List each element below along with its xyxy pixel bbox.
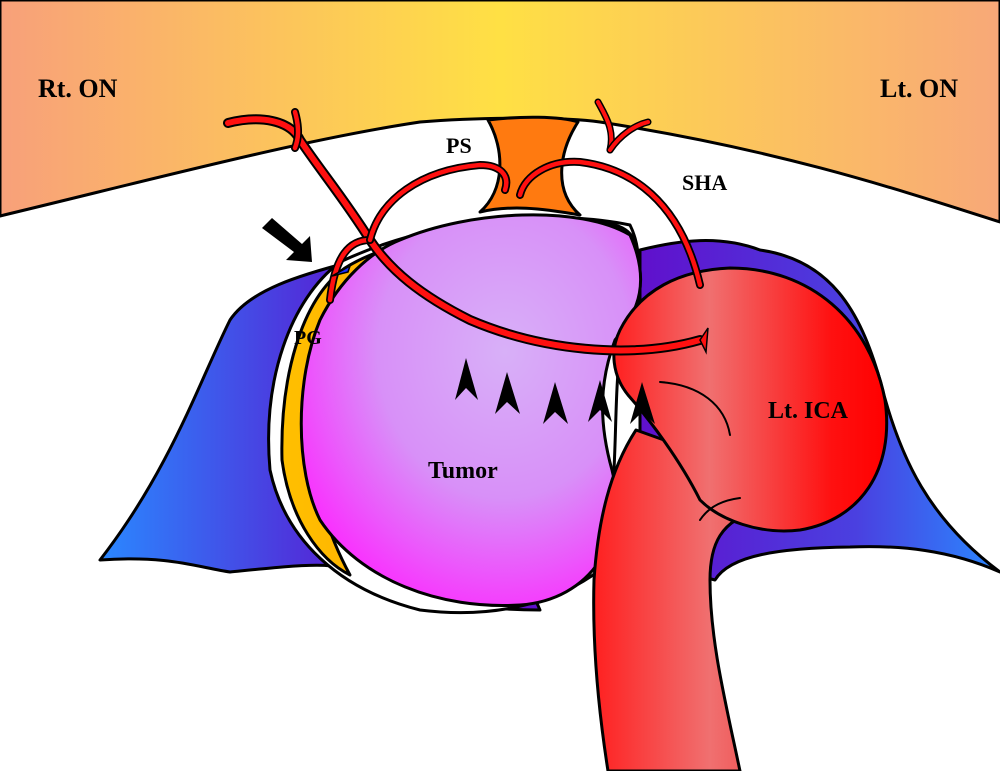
arrowhead-icon: [588, 380, 612, 422]
label-pg: PG: [294, 327, 322, 349]
label-ps: PS: [446, 133, 472, 158]
ica-curve-line-1: [659, 381, 731, 436]
tumor: [299, 213, 643, 608]
pointer-arrow-icon: [262, 218, 312, 262]
label-tumor: Tumor: [428, 458, 498, 484]
label-sha: SHA: [682, 170, 727, 195]
label-lt-ica: Lt. ICA: [768, 398, 849, 424]
arrowhead-icon: [543, 382, 568, 424]
ica-curve-line-2: [699, 497, 741, 521]
arrowheads: [455, 358, 655, 424]
label-lt-on: Lt. ON: [880, 74, 958, 103]
membrane-fragment: [331, 264, 352, 277]
label-rt-on: Rt. ON: [38, 74, 118, 103]
arrowhead-icon: [630, 382, 655, 424]
arrowhead-icon: [455, 358, 478, 400]
arrowhead-icon: [495, 372, 520, 414]
superior-hypophyseal-arteries: [223, 98, 709, 356]
